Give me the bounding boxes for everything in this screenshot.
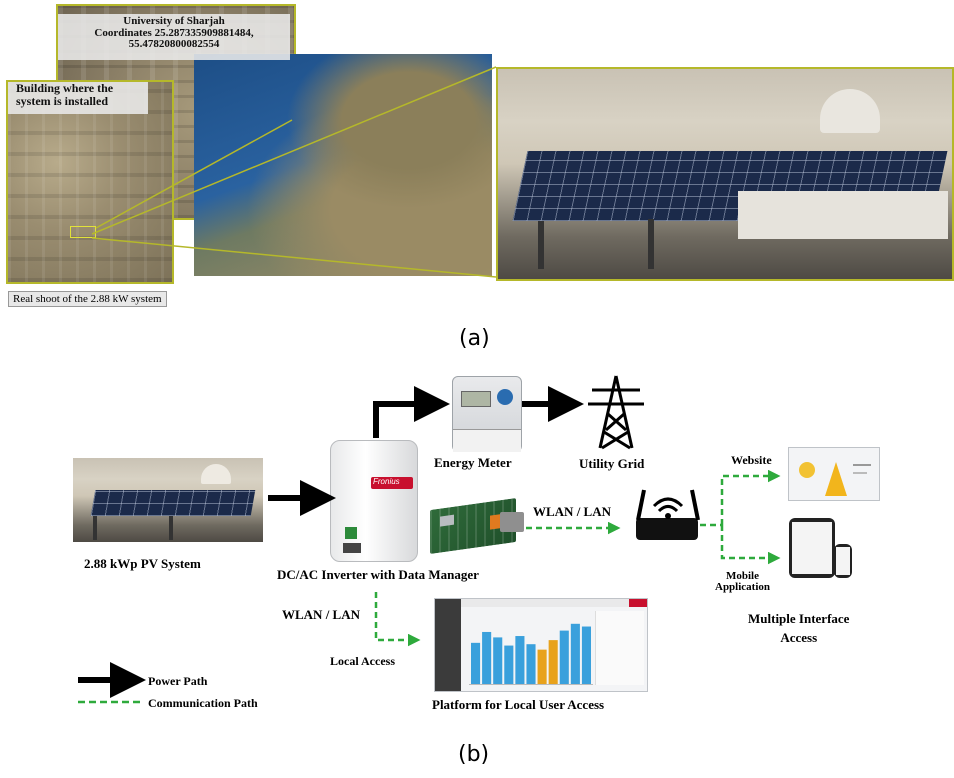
panel-a-label: (a)	[459, 326, 490, 351]
panel-b-label: (b)	[458, 742, 490, 767]
platform-bar	[581, 626, 591, 685]
data-manager-connector	[500, 512, 524, 532]
inverter-label: DC/AC Inverter with Data Manager	[277, 567, 479, 582]
zoom-connector-lines	[91, 66, 497, 278]
inverter-brand: Fronius	[373, 477, 400, 486]
multiple-interface-label: Multiple Interface Access	[748, 610, 849, 648]
platform-bar	[482, 631, 492, 685]
platform-bar	[537, 649, 547, 685]
diagram-connections	[78, 386, 781, 704]
coordinates-line-1: University of Sharjah	[123, 15, 225, 27]
pv-system-label: 2.88 kWp PV System	[84, 556, 201, 571]
coordinates-line-2: Coordinates 25.287335909881484,	[94, 26, 254, 39]
local-platform-screenshot	[434, 598, 648, 692]
photo-caption-text: Real shoot of the 2.88 kW system	[13, 293, 162, 305]
utility-grid-tower-icon	[588, 375, 644, 450]
platform-bar	[504, 645, 514, 685]
utility-grid-label: Utility Grid	[579, 456, 645, 471]
platform-bar	[548, 640, 558, 685]
energy-meter-label: Energy Meter	[434, 455, 512, 470]
energy-meter-image	[452, 376, 522, 452]
platform-bar	[570, 623, 580, 685]
platform-sidebar	[435, 599, 461, 691]
comm-path-router-to-website	[720, 469, 781, 525]
rooftop-photo	[496, 67, 954, 281]
building-line-2: system is installed	[16, 93, 109, 108]
legend-communication-path-label: Communication Path	[148, 696, 258, 710]
wlan-lan-local-label: WLAN / LAN	[282, 607, 361, 622]
platform-bar	[559, 630, 569, 685]
region-map-image	[194, 54, 492, 276]
mobile-application-label: Mobile Application	[715, 571, 770, 593]
mobile-application-line-1: Mobile	[726, 570, 759, 582]
website-label: Website	[731, 453, 772, 467]
tablet-image	[789, 518, 835, 578]
inverter-image: Fronius	[330, 440, 418, 562]
multiple-interface-line-2: Access	[780, 629, 818, 645]
coordinates-callout: University of Sharjah Coordinates 25.287…	[58, 14, 290, 60]
building-callout: Building where the system is installed	[8, 82, 148, 114]
platform-bar-chart	[469, 623, 593, 685]
wlan-lan-router-label: WLAN / LAN	[533, 504, 612, 519]
pv-system-photo	[73, 458, 263, 542]
building-line-1: Building where the	[16, 81, 114, 95]
phone-image	[834, 544, 852, 578]
website-screenshot	[788, 447, 880, 501]
platform-label: Platform for Local User Access	[432, 697, 605, 712]
building-satellite-inset	[6, 80, 174, 284]
comm-path-router-to-mobile	[720, 525, 781, 565]
platform-bar	[515, 636, 525, 685]
photo-caption: Real shoot of the 2.88 kW system	[8, 291, 167, 307]
multiple-interface-line-1: Multiple Interface	[748, 611, 850, 626]
platform-bar	[526, 644, 536, 685]
router-image	[636, 518, 698, 540]
platform-bar	[471, 642, 481, 685]
coordinates-line-3: 55.47820800082554	[128, 38, 220, 51]
local-access-label: Local Access	[330, 654, 395, 668]
platform-bar	[493, 637, 503, 685]
legend-power-path-label: Power Path	[148, 674, 208, 688]
comm-path-inverter-to-platform	[374, 592, 421, 647]
mobile-application-line-2: Application	[715, 581, 771, 593]
power-path-inverter-to-meter	[373, 386, 450, 438]
router-wifi-icon	[636, 489, 700, 521]
